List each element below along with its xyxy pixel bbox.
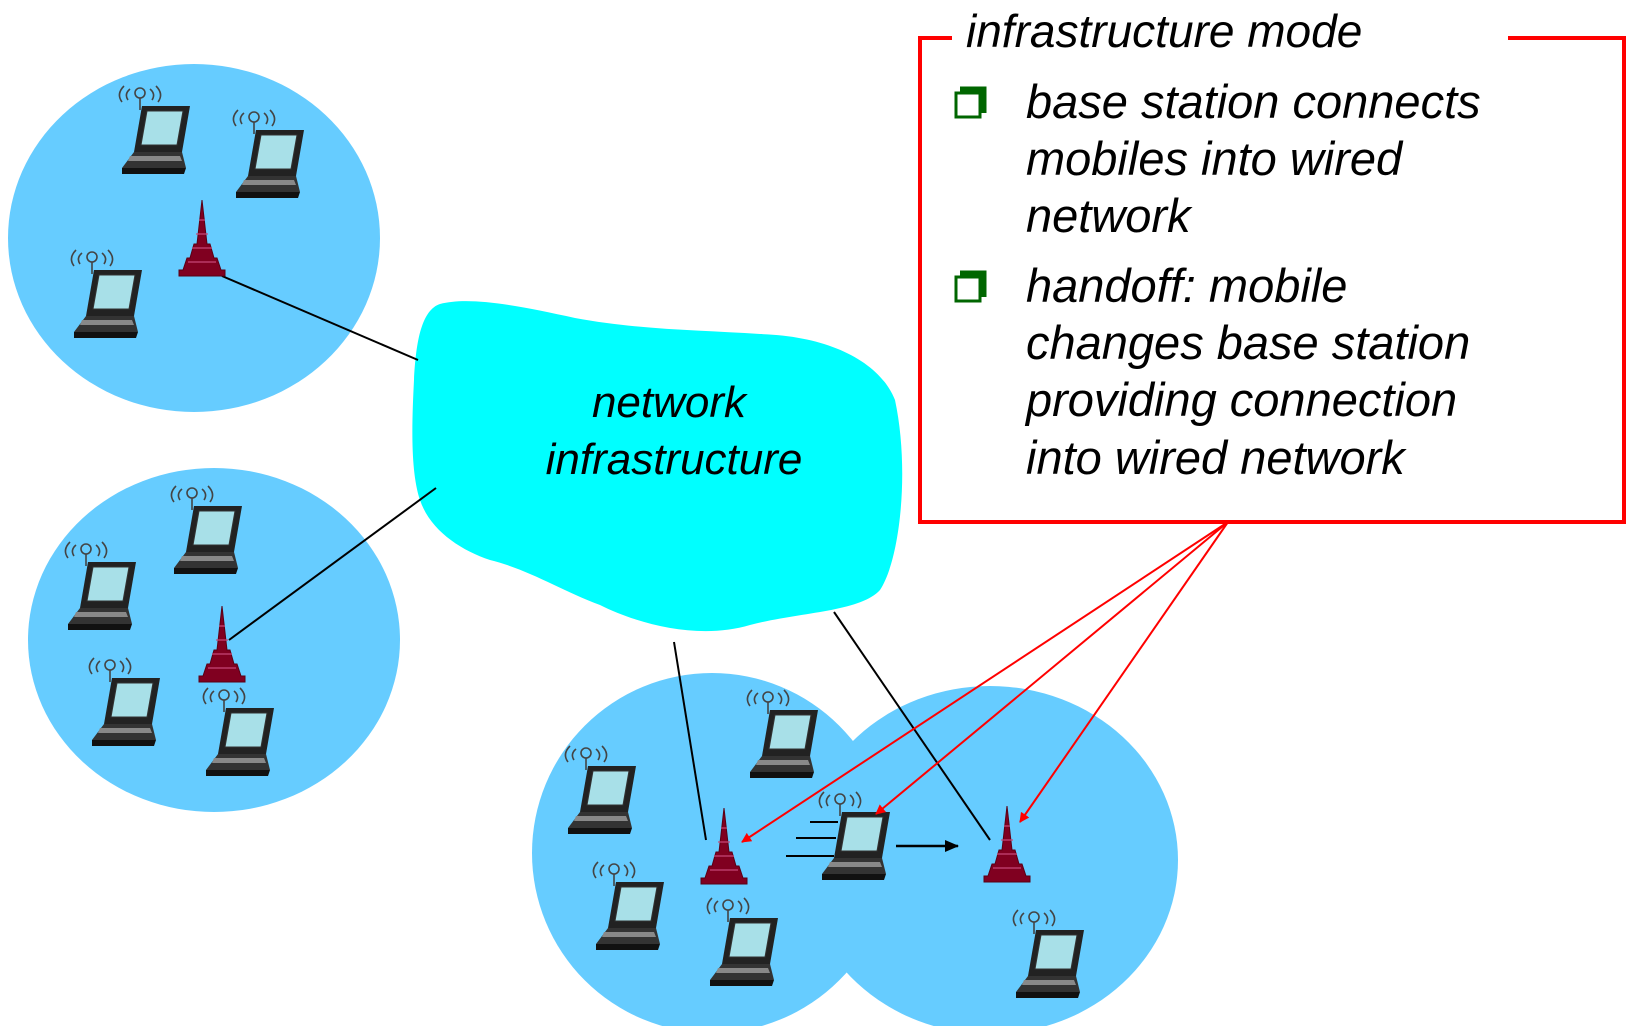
wired-link-middle — [228, 487, 437, 641]
pointer-arrow-to-base-station-right — [1019, 521, 1229, 823]
bullet-2-line-4: into wired network — [1026, 431, 1407, 484]
square-bullet-icon — [956, 89, 984, 117]
bullet-2-line-1: handoff: mobile — [1026, 259, 1347, 312]
pointer-arrow-to-base-station-left — [741, 521, 1229, 843]
wired-link-bottom-left — [673, 641, 707, 841]
cloud-label-line-1: network — [592, 378, 748, 427]
cell-bottom-right — [802, 686, 1178, 1026]
bullet-1-line-1: base station connects — [1026, 75, 1481, 128]
cloud-label-line-2: infrastructure — [546, 435, 803, 484]
square-bullet-icon — [956, 273, 984, 301]
legend-title: infrastructure mode — [966, 5, 1362, 57]
motion-lines-icon — [786, 821, 838, 857]
cell-top-left — [8, 64, 380, 412]
bullet-1-line-3: network — [1026, 189, 1193, 242]
bullet-1-line-2: mobiles into wired — [1026, 132, 1404, 185]
network-cloud — [412, 301, 903, 632]
bullet-2-line-3: providing connection — [1024, 373, 1457, 426]
bullet-2-line-2: changes base station — [1026, 316, 1470, 369]
wired-link-top — [221, 275, 419, 361]
wired-link-bottom-right — [833, 611, 991, 841]
pointer-arrow-to-mobile — [875, 521, 1229, 815]
legend-box — [918, 36, 1626, 524]
